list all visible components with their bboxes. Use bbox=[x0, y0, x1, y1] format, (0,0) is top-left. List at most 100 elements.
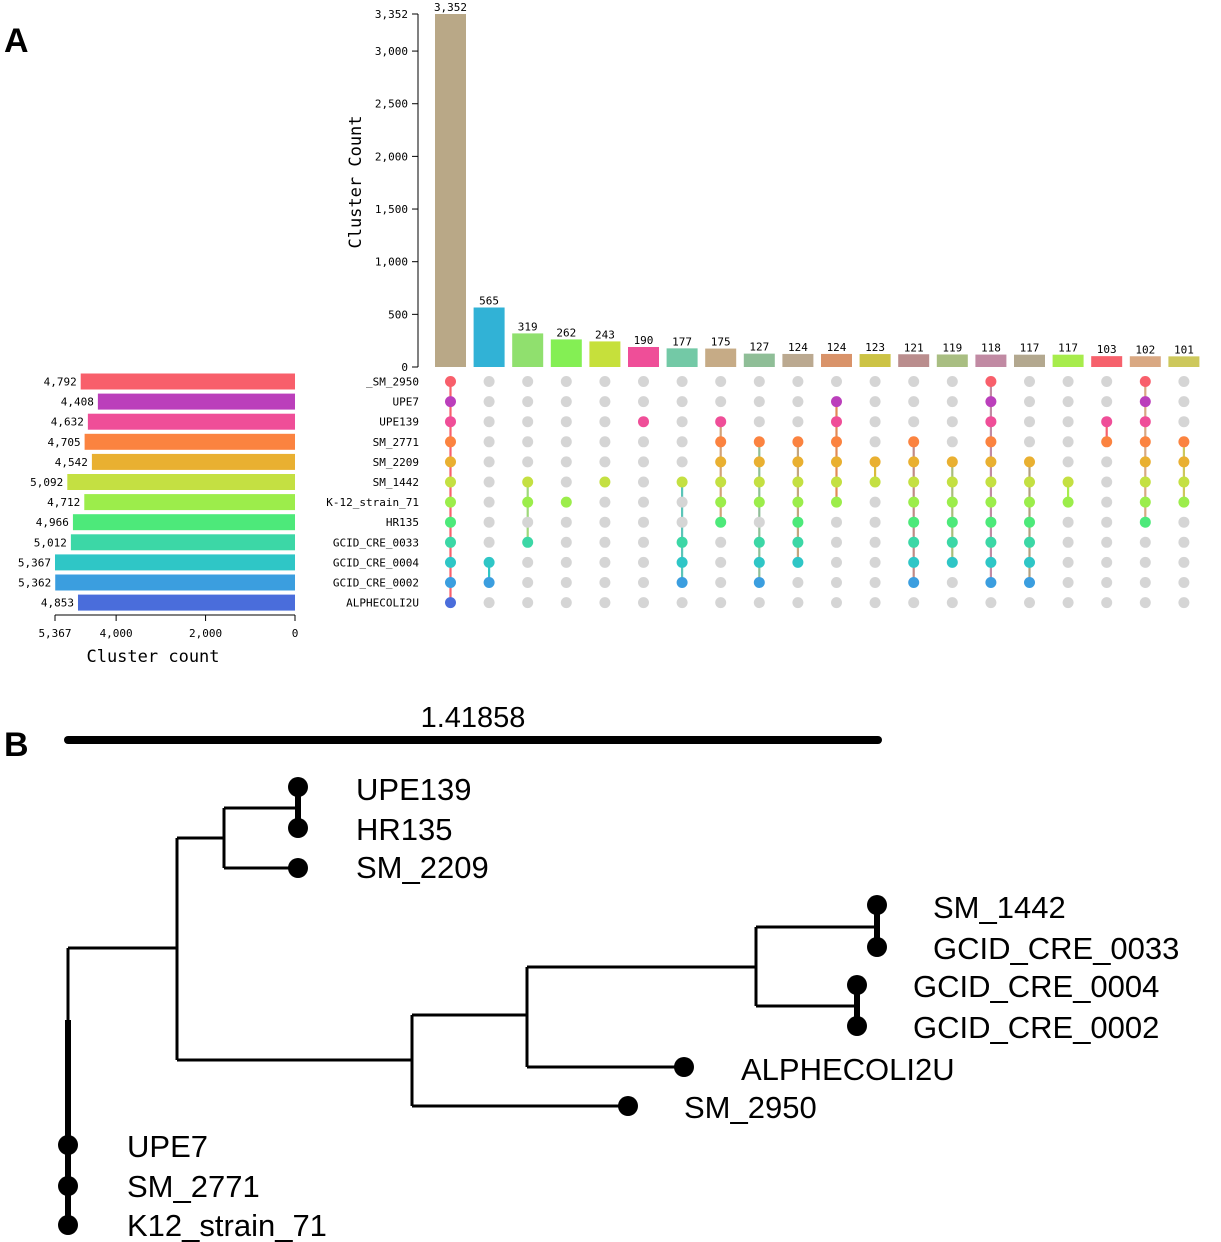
matrix-dot-active bbox=[676, 577, 688, 588]
matrix-dot-inactive bbox=[1062, 516, 1074, 528]
matrix-dot-inactive bbox=[1101, 556, 1113, 568]
matrix-dot-inactive bbox=[599, 577, 611, 588]
set-size-bar bbox=[67, 474, 296, 490]
matrix-dot-active bbox=[908, 556, 920, 568]
intersection-bar bbox=[821, 353, 852, 367]
set-size-value: 4,632 bbox=[51, 416, 84, 429]
bar-value-label: 3,352 bbox=[434, 1, 467, 14]
intersection-bar bbox=[435, 14, 466, 367]
intersection-matrix: _SM_2950UPE7UPE139SM_2771SM_2209SM_1442K… bbox=[326, 376, 1190, 610]
matrix-dot-inactive bbox=[676, 516, 688, 528]
matrix-dot-active bbox=[1139, 396, 1151, 408]
matrix-dot-inactive bbox=[1178, 556, 1190, 568]
matrix-dot-inactive bbox=[753, 416, 765, 428]
matrix-dot-inactive bbox=[1062, 536, 1074, 548]
bar-value-label: 565 bbox=[479, 294, 499, 307]
y-tick-label: 1,000 bbox=[375, 256, 408, 269]
leaf-label: ALPHECOLI2U bbox=[741, 1052, 955, 1087]
matrix-dot-inactive bbox=[522, 416, 534, 428]
x-tick-label: 0 bbox=[292, 627, 299, 640]
matrix-dot-inactive bbox=[638, 516, 649, 528]
matrix-dot-active bbox=[869, 456, 881, 468]
scale-bar-label: 1.41858 bbox=[421, 702, 526, 734]
matrix-dot-active bbox=[869, 476, 881, 488]
matrix-dot-inactive bbox=[946, 436, 958, 448]
matrix-dot-active bbox=[753, 577, 765, 588]
intersection-bar bbox=[1014, 354, 1045, 367]
matrix-dot-active bbox=[831, 476, 842, 488]
x-tick-label: 4,000 bbox=[100, 627, 133, 640]
panel-label-a: A bbox=[4, 22, 29, 60]
matrix-dot-inactive bbox=[1178, 536, 1190, 548]
set-label: SM_2771 bbox=[373, 436, 419, 449]
matrix-dot-active bbox=[676, 476, 688, 488]
matrix-dot-active bbox=[445, 536, 456, 548]
matrix-dot-inactive bbox=[483, 376, 495, 387]
matrix-dot-active bbox=[753, 536, 765, 548]
y-tick-label: 500 bbox=[388, 308, 408, 321]
matrix-dot-inactive bbox=[869, 536, 881, 548]
matrix-dot-inactive bbox=[869, 396, 881, 408]
matrix-dot-inactive bbox=[599, 376, 611, 387]
leaf-label: SM_1442 bbox=[933, 890, 1066, 925]
matrix-dot-inactive bbox=[753, 396, 765, 408]
matrix-dot-active bbox=[676, 556, 688, 568]
set-label: HR135 bbox=[386, 516, 419, 529]
matrix-dot-inactive bbox=[715, 376, 727, 387]
matrix-dot-active bbox=[908, 516, 920, 528]
matrix-dot-inactive bbox=[946, 396, 958, 408]
bar-value-label: 175 bbox=[711, 336, 731, 349]
matrix-dot-inactive bbox=[908, 396, 920, 408]
bar-value-label: 101 bbox=[1174, 343, 1194, 356]
matrix-dot-inactive bbox=[522, 376, 534, 387]
matrix-dot-active bbox=[676, 536, 688, 548]
matrix-dot-inactive bbox=[715, 577, 727, 588]
matrix-dot-inactive bbox=[908, 376, 920, 387]
matrix-dot-active bbox=[831, 456, 842, 468]
matrix-dot-active bbox=[715, 456, 727, 468]
matrix-dot-active bbox=[792, 516, 804, 528]
panel-label-b: B bbox=[4, 726, 29, 764]
matrix-dot-inactive bbox=[560, 597, 572, 609]
matrix-dot-inactive bbox=[715, 597, 727, 609]
set-size-value: 5,012 bbox=[34, 536, 67, 549]
tree-branch bbox=[525, 965, 756, 1069]
matrix-dot-inactive bbox=[676, 396, 688, 408]
set-size-value: 4,712 bbox=[47, 496, 80, 509]
matrix-dot-active bbox=[753, 476, 765, 488]
leaf-node bbox=[618, 1096, 638, 1116]
matrix-dot-inactive bbox=[599, 556, 611, 568]
matrix-dot-inactive bbox=[1024, 396, 1035, 408]
matrix-dot-active bbox=[522, 496, 534, 508]
matrix-dot-active bbox=[792, 496, 804, 508]
phylogenetic-tree: 1.41858UPE139HR135SM_2209SM_1442GCID_CRE… bbox=[58, 702, 1179, 1242]
matrix-dot-inactive bbox=[560, 416, 572, 428]
matrix-dot-active bbox=[946, 556, 958, 568]
set-size-bar bbox=[55, 554, 295, 571]
matrix-dot-inactive bbox=[1139, 536, 1151, 548]
matrix-dot-active bbox=[946, 516, 958, 528]
matrix-dot-inactive bbox=[1101, 476, 1113, 488]
matrix-dot-inactive bbox=[715, 536, 727, 548]
matrix-dot-active bbox=[445, 416, 456, 428]
matrix-dot-active bbox=[792, 476, 804, 488]
bar-value-label: 118 bbox=[981, 342, 1001, 355]
set-size-value: 4,408 bbox=[61, 396, 94, 409]
set-size-value: 5,362 bbox=[18, 577, 51, 590]
matrix-dot-inactive bbox=[753, 516, 765, 528]
matrix-dot-active bbox=[1178, 436, 1190, 448]
matrix-dot-inactive bbox=[599, 536, 611, 548]
matrix-dot-active bbox=[1178, 456, 1190, 468]
leaf-label: UPE139 bbox=[356, 772, 471, 807]
matrix-dot-inactive bbox=[638, 577, 649, 588]
matrix-dot-active bbox=[445, 396, 456, 408]
matrix-dot-inactive bbox=[792, 416, 804, 428]
matrix-dot-active bbox=[445, 556, 456, 568]
matrix-dot-inactive bbox=[599, 456, 611, 468]
matrix-dot-active bbox=[753, 436, 765, 448]
matrix-dot-inactive bbox=[522, 597, 534, 609]
matrix-dot-inactive bbox=[869, 556, 881, 568]
matrix-dot-inactive bbox=[560, 556, 572, 568]
x-axis-title: Cluster count bbox=[86, 647, 219, 667]
